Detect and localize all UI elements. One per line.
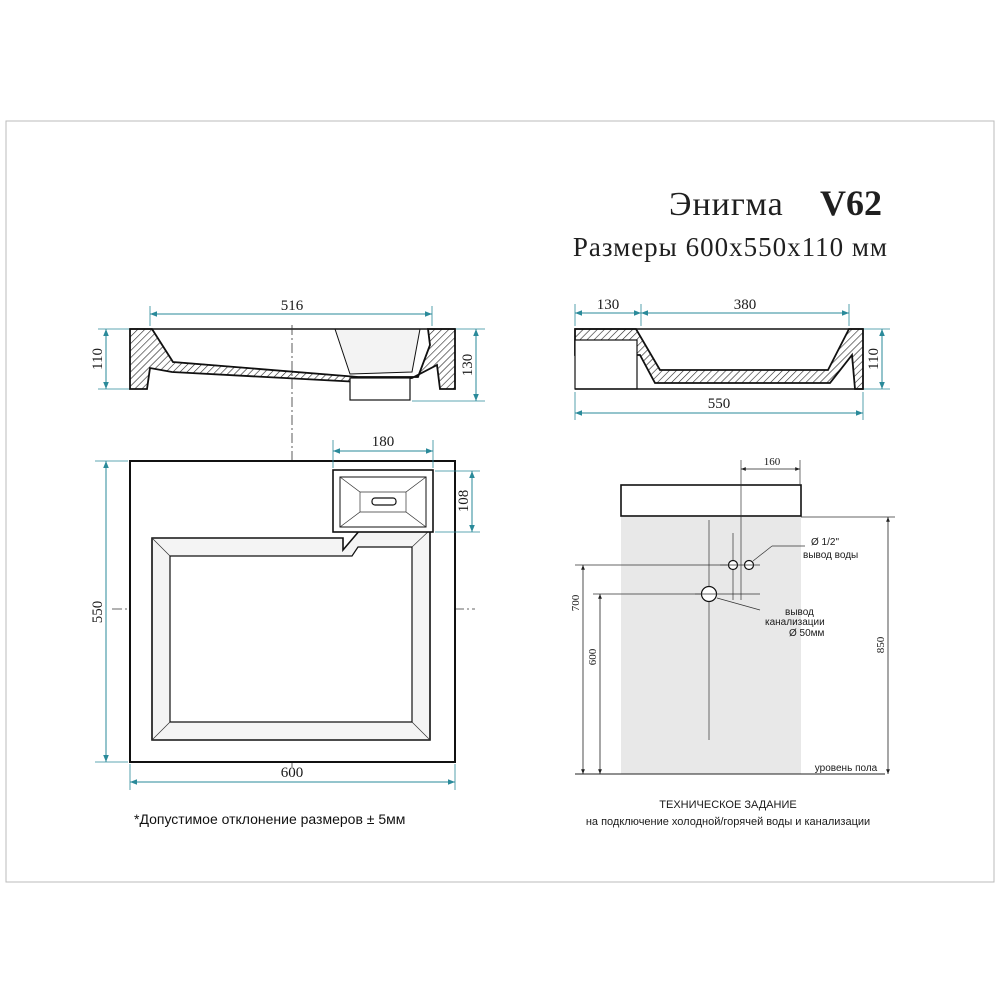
product-name: Энигма [669,186,784,223]
spec-subheading: на подключение холодной/горячей воды и к… [586,816,870,828]
sheet-frame [5,120,995,883]
dim-side-height: 110 [866,348,882,370]
dim-drain-height: 108 [456,490,472,513]
water-pipe-size: Ø 1/2" [811,537,839,548]
floor-label: уровень пола [815,763,878,774]
dim-front-height-right: 130 [460,354,476,377]
drain-box-side [574,339,638,390]
drain-outlet [349,377,411,401]
bowl-floor [169,546,413,723]
drain-size: Ø 50мм [789,628,825,639]
dim-side-mid: 380 [734,297,757,313]
overflow-slot-icon [371,497,397,506]
dim-side-left: 130 [597,297,620,313]
front-section-view: 516 110 130 [90,298,485,402]
dim-front-height-left: 110 [90,348,106,370]
sink-slab [620,484,802,517]
dim-drain-width: 180 [372,434,395,450]
drain-box-inner [339,476,427,528]
dim-water-height: 700 [570,594,582,611]
drain-box-section [334,328,421,375]
dim-wall-offset: 160 [764,456,781,468]
drain-label-2: канализации [765,617,825,628]
spec-heading: ТЕХНИЧЕСКОЕ ЗАДАНИЕ [659,799,796,811]
dim-side-width: 550 [708,396,731,412]
title-block: Энигма V62 Размеры 600х550х110 мм [573,183,888,262]
dim-front-width: 516 [281,298,304,314]
drain-label-1: вывод [785,607,814,618]
water-pipe-label: вывод воды [803,550,858,561]
plan-view: 180 108 550 600 [90,325,480,790]
dim-plan-width: 600 [281,765,304,781]
dim-drain-height: 600 [587,648,599,665]
dim-sink-height: 850 [875,636,887,653]
product-model: V62 [820,183,882,223]
installation-view: уровень пола 160 Ø 1/2" вывод воды вывод… [570,456,895,775]
product-dimensions: Размеры 600х550х110 мм [573,232,888,262]
dim-plan-depth: 550 [90,601,106,624]
tolerance-note: *Допустимое отклонение размеров ± 5мм [134,811,405,827]
wall [621,517,801,774]
side-section-view: 130 380 550 110 [574,297,890,420]
